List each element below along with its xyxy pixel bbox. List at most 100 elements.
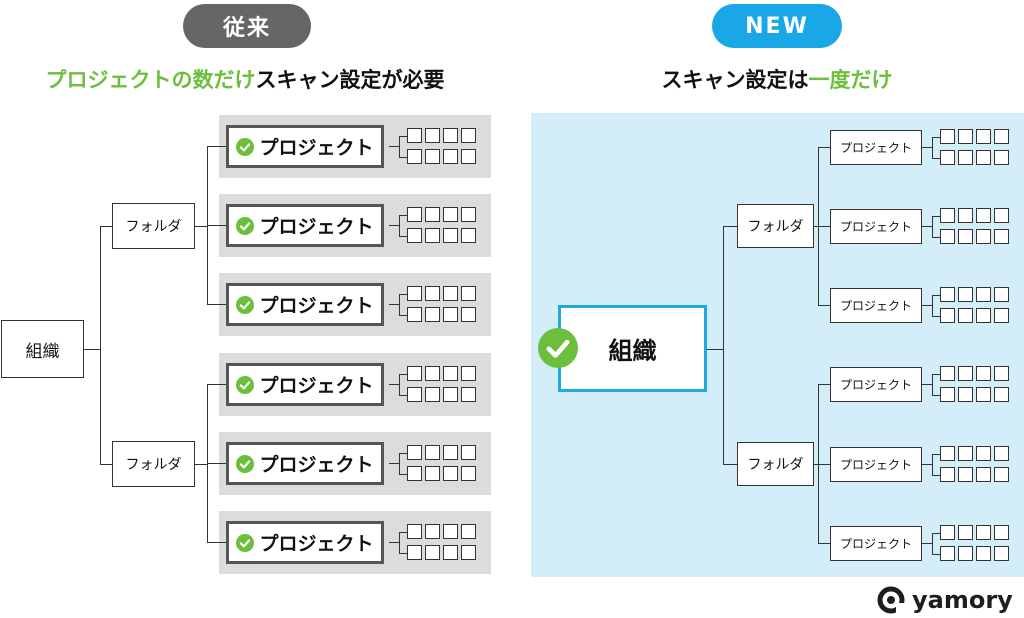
legacy-project-grid-bracket xyxy=(399,452,400,474)
org-check-icon xyxy=(538,328,578,368)
new-project-grid-bracket xyxy=(932,215,933,237)
new-project-grid-bracket xyxy=(932,136,933,158)
legacy-heading-rest: スキャン設定が必要 xyxy=(255,68,445,92)
repository-cell xyxy=(958,308,973,323)
repository-cell xyxy=(461,524,476,539)
repository-cell xyxy=(940,546,955,561)
new-org-link xyxy=(707,348,723,350)
new-project-grid-link xyxy=(922,226,932,227)
new-project-grid-tick xyxy=(932,532,940,534)
repository-cell xyxy=(407,149,422,164)
repository-cell xyxy=(976,366,991,381)
new-folder-trunk xyxy=(818,384,819,543)
check-circle-icon xyxy=(236,533,255,552)
repository-cell xyxy=(976,546,991,561)
repository-cell xyxy=(407,524,422,539)
legacy-project-grid-link xyxy=(389,146,399,147)
legacy-project-grid-tick xyxy=(399,452,407,454)
repository-cell xyxy=(425,307,440,322)
repository-cell xyxy=(976,150,991,165)
new-folder-out xyxy=(814,226,818,227)
repository-cell xyxy=(443,307,458,322)
check-circle-glyph xyxy=(236,216,255,235)
check-circle-glyph xyxy=(236,137,255,156)
check-circle-glyph xyxy=(236,533,255,552)
repository-cell xyxy=(994,446,1009,461)
legacy-project-grid-link xyxy=(389,304,399,305)
repository-cell xyxy=(958,150,973,165)
repository-cell xyxy=(461,387,476,402)
repository-cell xyxy=(443,228,458,243)
repository-cell xyxy=(958,467,973,482)
repository-cell xyxy=(461,286,476,301)
repository-cell xyxy=(443,207,458,222)
repository-cell xyxy=(461,307,476,322)
repository-cell xyxy=(407,128,422,143)
new-project-box: プロジェクト xyxy=(830,526,922,561)
repository-cell xyxy=(958,387,973,402)
legacy-project-link xyxy=(207,146,226,147)
new-folder-link xyxy=(723,226,737,227)
repository-cell xyxy=(976,308,991,323)
repository-cell xyxy=(425,149,440,164)
repository-cell xyxy=(994,387,1009,402)
repository-cell xyxy=(461,228,476,243)
new-project-grid-tick xyxy=(932,157,940,159)
new-project-grid-tick xyxy=(932,294,940,296)
legacy-project-grid-tick xyxy=(399,135,407,137)
repository-cell xyxy=(443,466,458,481)
new-project-grid-bracket xyxy=(932,453,933,475)
repository-cell xyxy=(994,308,1009,323)
repository-cell xyxy=(940,208,955,223)
repository-cell xyxy=(958,129,973,144)
legacy-project-grid-bracket xyxy=(399,373,400,395)
repository-cell xyxy=(443,545,458,560)
legacy-folder-out xyxy=(195,464,207,465)
legacy-project-box: プロジェクト xyxy=(226,521,384,564)
new-folder-out xyxy=(814,464,818,465)
new-project-grid-link xyxy=(922,464,932,465)
legacy-folder-box: フォルダ xyxy=(112,441,195,487)
check-circle-icon xyxy=(236,137,255,156)
check-circle-glyph xyxy=(236,375,255,394)
repository-cell xyxy=(461,545,476,560)
repository-cell xyxy=(994,287,1009,302)
new-project-grid-link xyxy=(922,384,932,385)
brand-name: yamory xyxy=(912,586,1013,614)
repository-cell xyxy=(425,128,440,143)
new-badge: NEW xyxy=(712,4,842,48)
legacy-project-grid-tick xyxy=(399,394,407,396)
new-project-grid-tick xyxy=(932,474,940,476)
legacy-org-link xyxy=(84,349,100,350)
legacy-project-grid-tick xyxy=(399,314,407,316)
new-project-grid-tick xyxy=(932,373,940,375)
legacy-folder-link xyxy=(100,226,112,227)
legacy-project-box: プロジェクト xyxy=(226,125,384,168)
repository-cell xyxy=(443,445,458,460)
legacy-project-link xyxy=(207,384,226,385)
legacy-project-grid-bracket xyxy=(399,214,400,236)
legacy-project-box: プロジェクト xyxy=(226,204,384,247)
repository-cell xyxy=(425,387,440,402)
repository-cell xyxy=(958,446,973,461)
new-heading-highlight: 一度だけ xyxy=(808,68,893,92)
new-project-link xyxy=(818,384,830,385)
repository-cell xyxy=(994,366,1009,381)
repository-cell xyxy=(958,546,973,561)
repository-cell xyxy=(994,467,1009,482)
repository-cell xyxy=(940,308,955,323)
legacy-project-grid-tick xyxy=(399,473,407,475)
new-folder-link xyxy=(723,464,737,465)
new-project-grid-tick xyxy=(932,136,940,138)
legacy-project-grid-tick xyxy=(399,156,407,158)
legacy-project-grid-tick xyxy=(399,552,407,554)
legacy-org-trunk xyxy=(100,226,101,464)
repository-cell xyxy=(443,366,458,381)
repository-cell xyxy=(461,207,476,222)
legacy-project-label: プロジェクト xyxy=(259,137,374,159)
repository-cell xyxy=(976,387,991,402)
repository-cell xyxy=(976,208,991,223)
repository-cell xyxy=(425,445,440,460)
check-circle-icon xyxy=(236,295,255,314)
